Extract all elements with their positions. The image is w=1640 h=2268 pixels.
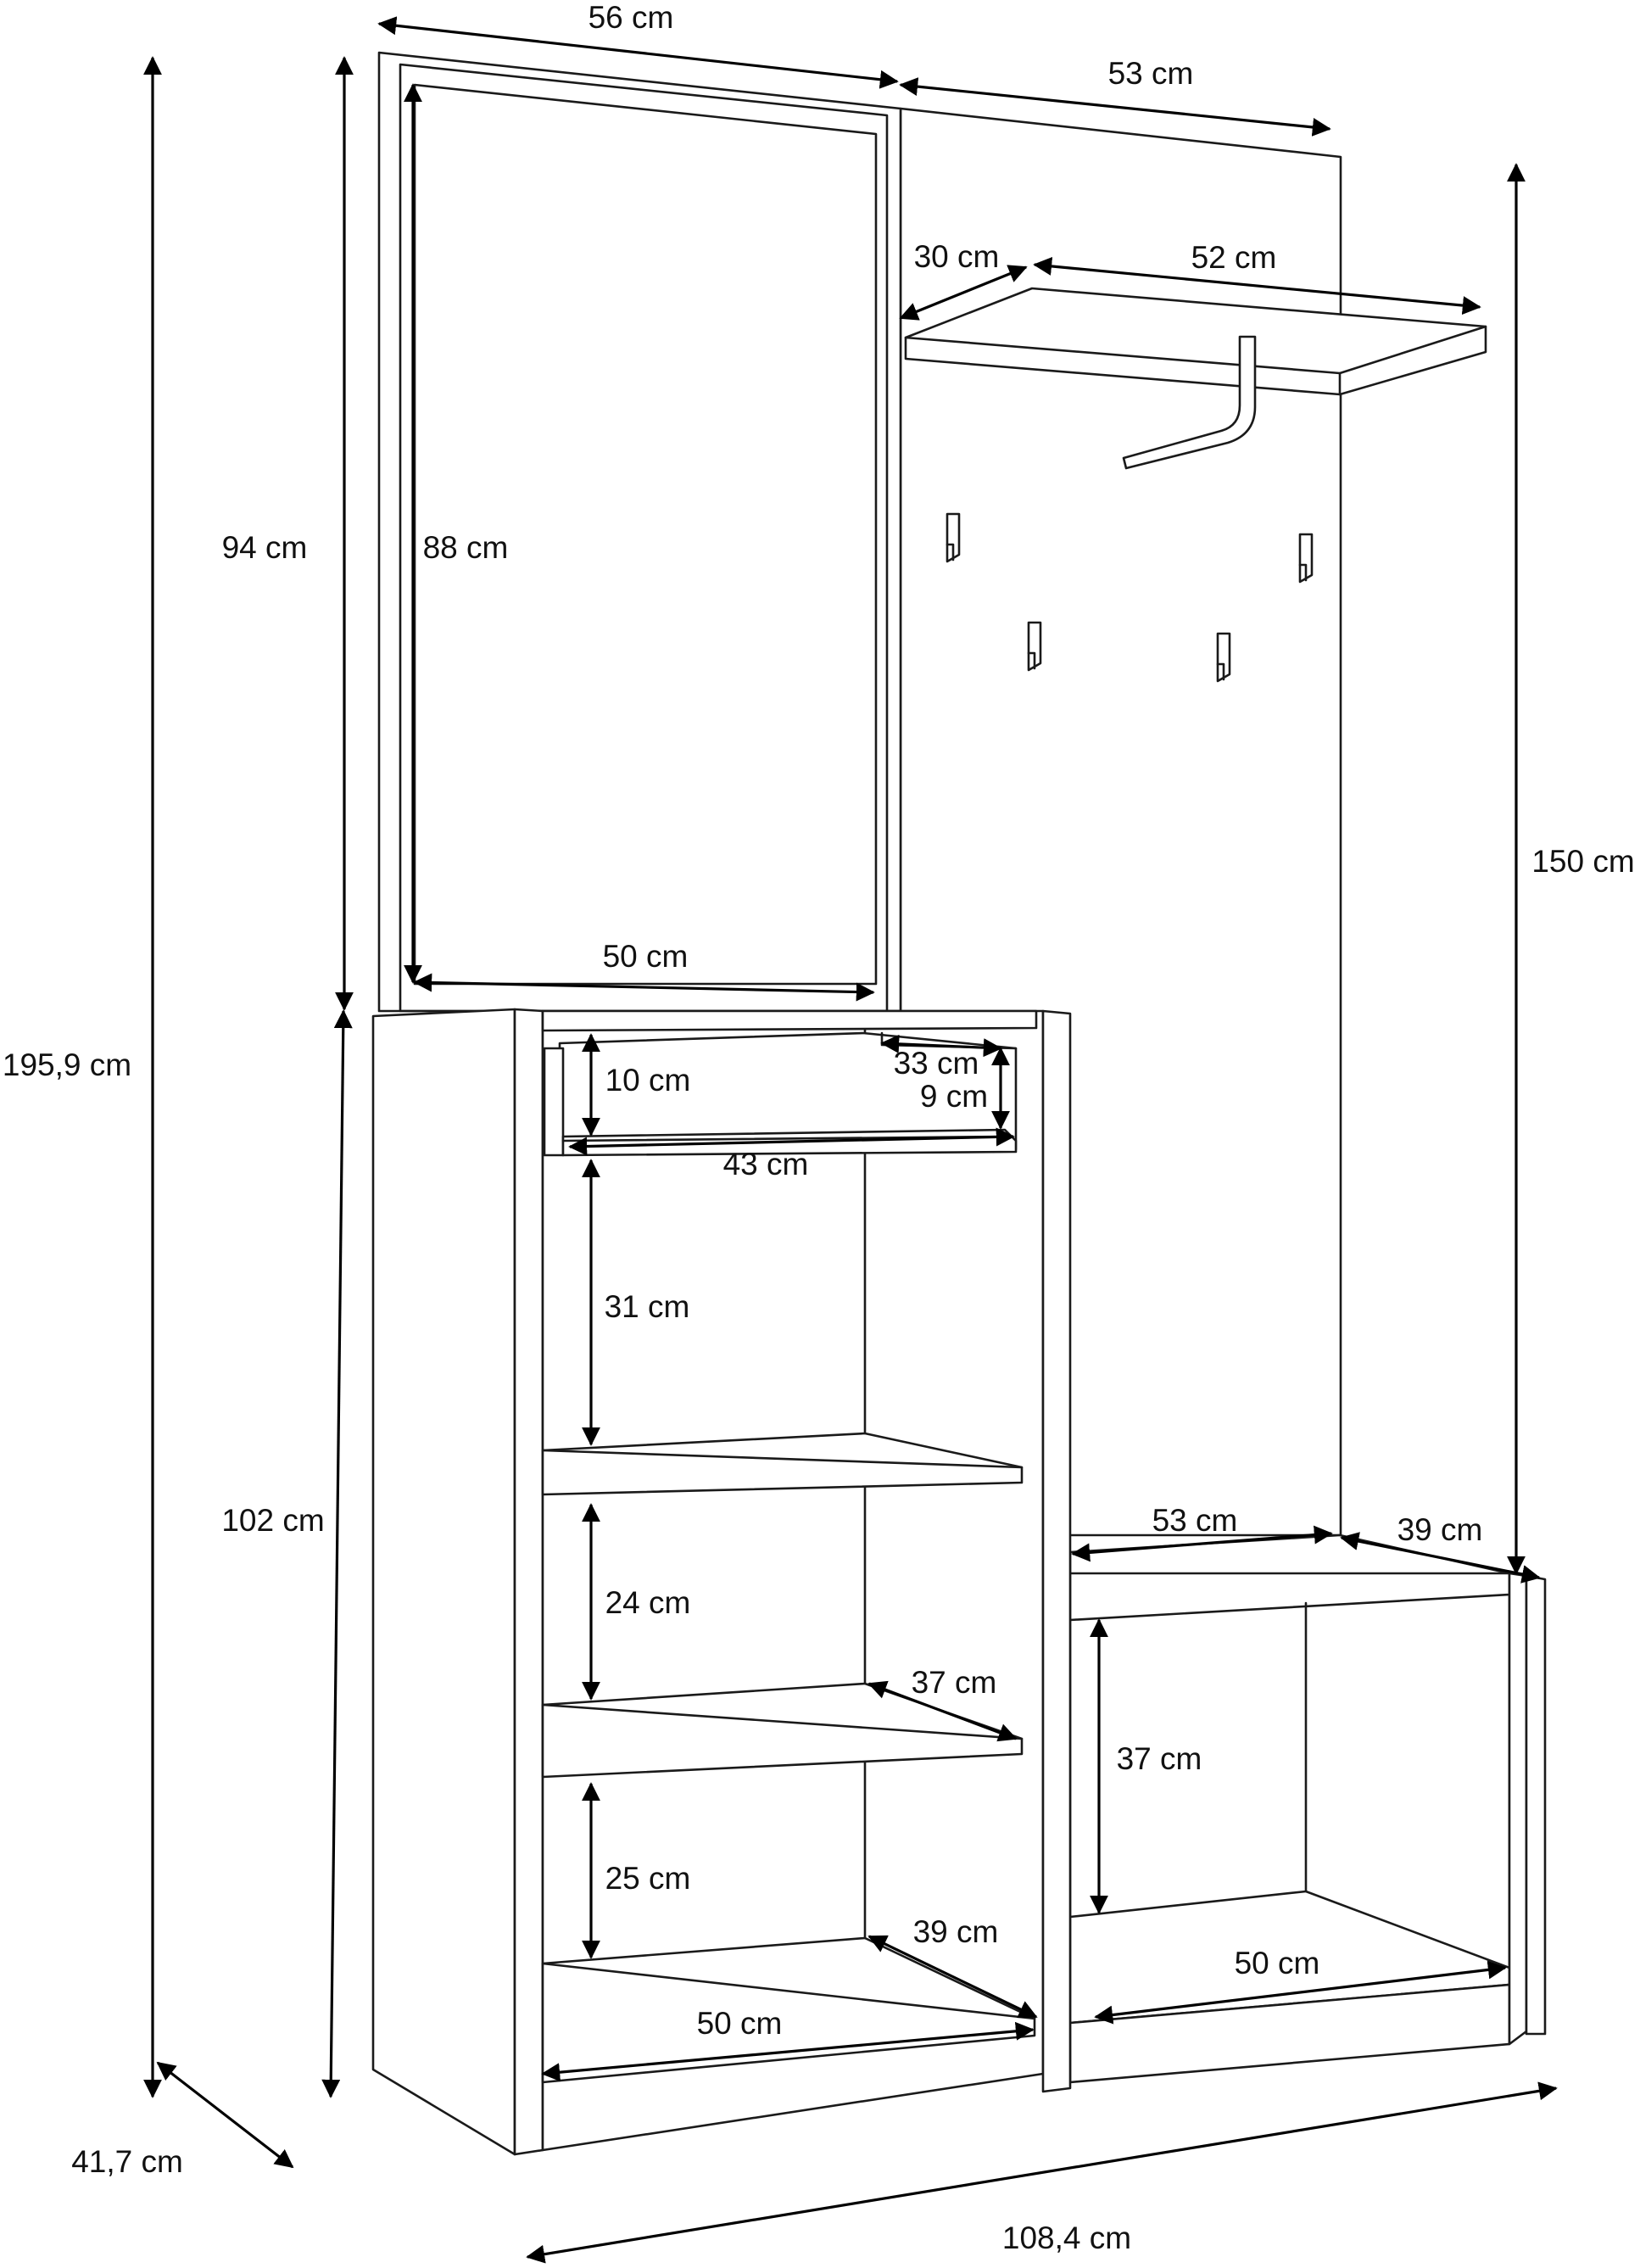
bench-unit [1068,1533,1547,2084]
hat-shelf [904,287,1487,470]
dim-label-total-width: 108,4 cm [1002,2221,1131,2255]
dim-label-bench-width: 53 cm [1152,1503,1238,1538]
dim-line [867,1935,1038,2019]
dim-label-mirror-panel-height: 94 cm [222,530,308,565]
dim-label-bottom-depth: 39 cm [913,1914,999,1949]
dim-label-compartment-2-height: 24 cm [605,1585,691,1620]
dim-label-drawer-width: 33 cm [894,1046,979,1081]
dim-label-shelf-depth: 30 cm [914,239,1000,274]
dim-label-bottom-width: 50 cm [697,2006,783,2041]
dimension-labels: 56 cm 53 cm 30 cm 52 cm 94 cm 88 cm 50 c… [3,0,1635,2255]
dim-line [541,2021,1035,2082]
dim-label-coat-panel-height: 150 cm [1531,844,1634,879]
dim-label-bench-depth: 39 cm [1397,1512,1483,1547]
dim-line [1094,1960,1507,2025]
coat-hook [946,512,961,563]
dim-label-top-compartment-height: 10 cm [605,1063,691,1098]
dimension-lines [143,16,1558,2264]
dim-label-bench-inner-height: 37 cm [1117,1741,1202,1776]
dim-line [899,77,1331,137]
dim-label-drawer-depth: 43 cm [723,1147,809,1181]
dim-label-mirror-panel-width: 56 cm [589,0,674,35]
dim-label-shelf-2-depth: 37 cm [912,1665,997,1700]
dim-label-shelf-width: 52 cm [1191,240,1277,275]
dim-label-total-depth: 41,7 cm [71,2144,183,2179]
dim-line [1033,256,1481,316]
dim-label-total-height: 195,9 cm [3,1047,131,1082]
dim-line [899,265,1028,321]
dim-line [1340,1532,1541,1584]
dim-line [568,1127,1015,1156]
dim-line [377,16,899,89]
coat-hook [1216,632,1231,683]
dim-label-compartment-3-height: 25 cm [605,1861,691,1896]
dim-label-compartment-1-height: 31 cm [605,1289,690,1324]
dim-line [526,2081,1558,2264]
dim-line [867,1680,1018,1742]
dim-label-drawer-inner-height: 9 cm [920,1079,988,1114]
dim-line [880,1034,1002,1058]
dim-line [156,2061,294,2169]
dim-label-tall-cabinet-height: 102 cm [221,1503,324,1538]
coat-hook [1298,533,1314,584]
dim-label-mirror-height: 88 cm [423,530,509,565]
dim-line [321,1009,353,2098]
mirror-panel [377,51,902,1013]
dim-line [413,973,875,1002]
dim-label-coat-panel-width: 53 cm [1108,56,1194,91]
dim-line [1071,1525,1333,1562]
dim-label-bench-inner-width: 50 cm [1235,1946,1320,1980]
dim-label-mirror-width: 50 cm [603,939,689,974]
coat-hook [1027,621,1042,672]
